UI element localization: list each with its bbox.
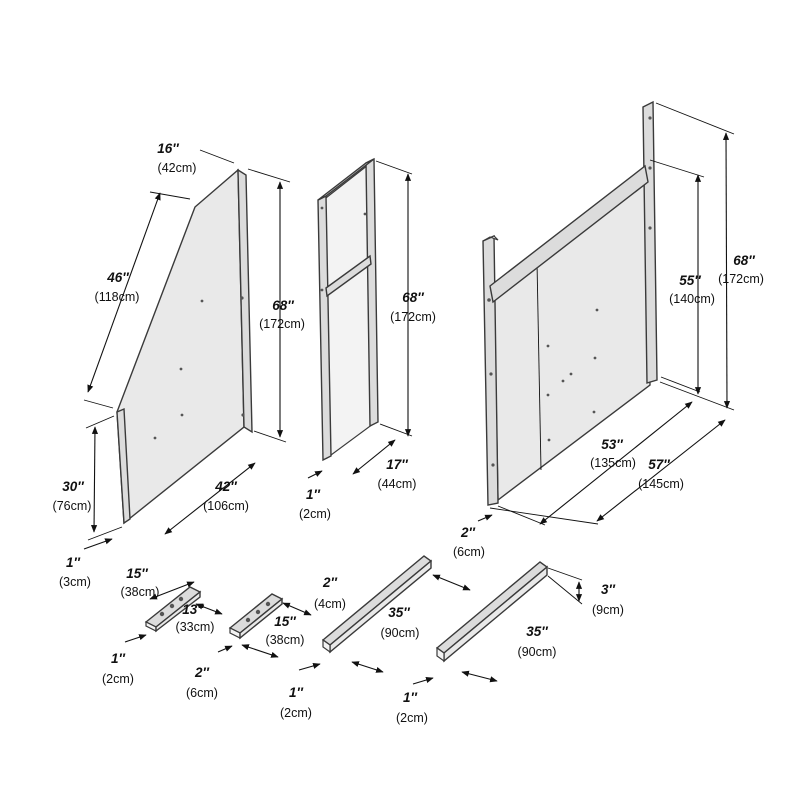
side-front-height-cm: (76cm)	[53, 499, 92, 513]
side-height-cm: (172cm)	[259, 317, 305, 331]
end-tall-height-cm: (172cm)	[718, 272, 764, 286]
end-tall-height-in: 68″	[733, 253, 755, 268]
bracket-a-length-cm: (38cm)	[121, 585, 160, 599]
end-frame-short-post	[482, 234, 499, 506]
side-thickness-cm: (3cm)	[59, 575, 91, 589]
rail-a-length-in: 35″	[388, 605, 410, 620]
end-thickness-in: 2″	[460, 525, 476, 540]
side-panel-board	[116, 168, 245, 525]
bracket-a-inner-cm: (33cm)	[176, 620, 215, 634]
side-top-width-in: 16″	[157, 141, 179, 156]
side-depth-cm: (106cm)	[203, 499, 249, 513]
side-thickness-in: 1″	[66, 555, 81, 570]
side-slope-cm: (118cm)	[95, 290, 140, 304]
side-panel-front-edge	[116, 407, 131, 525]
end-frame-board	[493, 170, 651, 502]
bracket-a-thickness-cm: (2cm)	[102, 672, 134, 686]
end-frame-top-rail	[489, 164, 649, 304]
rail-b-thickness-in: 1″	[403, 690, 418, 705]
end-inner-width-cm: (135cm)	[590, 456, 636, 470]
dimension-labels: 16″ (42cm) 46″ (118cm) 68″ (172cm) 30″ (…	[53, 141, 764, 725]
bracket-a-inner-in: 13″	[182, 602, 204, 617]
side-depth-in: 42″	[214, 479, 237, 494]
rail-b-length-in: 35″	[526, 624, 548, 639]
rail-b-thickness-cm: (2cm)	[396, 711, 428, 725]
rail-a-height-in: 2″	[322, 575, 338, 590]
rail-b-height-in: 3″	[601, 582, 616, 597]
ladder-thickness-cm: (2cm)	[299, 507, 331, 521]
end-outer-width-in: 57″	[648, 457, 670, 472]
bracket-a-length-in: 15″	[126, 566, 148, 581]
ladder-width-in: 17″	[386, 457, 408, 472]
side-height-in: 68″	[272, 298, 294, 313]
side-panel	[116, 168, 253, 525]
bracket-b-length-cm: (38cm)	[266, 633, 305, 647]
rail-a-length-cm: (90cm)	[381, 626, 420, 640]
bracket-b-thickness-in: 2″	[194, 665, 210, 680]
ladder-thickness-in: 1″	[306, 487, 321, 502]
ladder-height-in: 68″	[402, 290, 424, 305]
bracket-b-thickness-cm: (6cm)	[186, 686, 218, 700]
ladder-top-rail	[317, 158, 375, 201]
rail-a-thickness-cm: (2cm)	[280, 706, 312, 720]
side-panel-edge	[237, 168, 253, 434]
ladder-frame	[317, 157, 379, 462]
end-outer-width-cm: (145cm)	[638, 477, 684, 491]
rail-b-height-cm: (9cm)	[592, 603, 624, 617]
rail-b-length-cm: (90cm)	[518, 645, 557, 659]
end-thickness-cm: (6cm)	[453, 545, 485, 559]
ladder-width-cm: (44cm)	[378, 477, 417, 491]
rail-b	[435, 561, 549, 663]
rail-a-height-cm: (4cm)	[314, 597, 346, 611]
end-frame	[482, 100, 658, 506]
bracket-b-length-in: 15″	[274, 614, 296, 629]
end-inner-height-cm: (140cm)	[669, 292, 715, 306]
ladder-height-cm: (172cm)	[390, 310, 436, 324]
side-top-width-cm: (42cm)	[158, 161, 197, 175]
dimension-lines	[83, 102, 735, 685]
bracket-a-thickness-in: 1″	[111, 651, 126, 666]
end-inner-width-in: 53″	[601, 437, 623, 452]
side-slope-in: 46″	[106, 270, 129, 285]
end-inner-height-in: 55″	[679, 273, 701, 288]
side-front-height-in: 30″	[62, 479, 84, 494]
bracket-b	[228, 593, 284, 640]
ladder-middle-rung	[325, 254, 372, 298]
rail-a-thickness-in: 1″	[289, 685, 304, 700]
rail-a	[321, 555, 433, 654]
